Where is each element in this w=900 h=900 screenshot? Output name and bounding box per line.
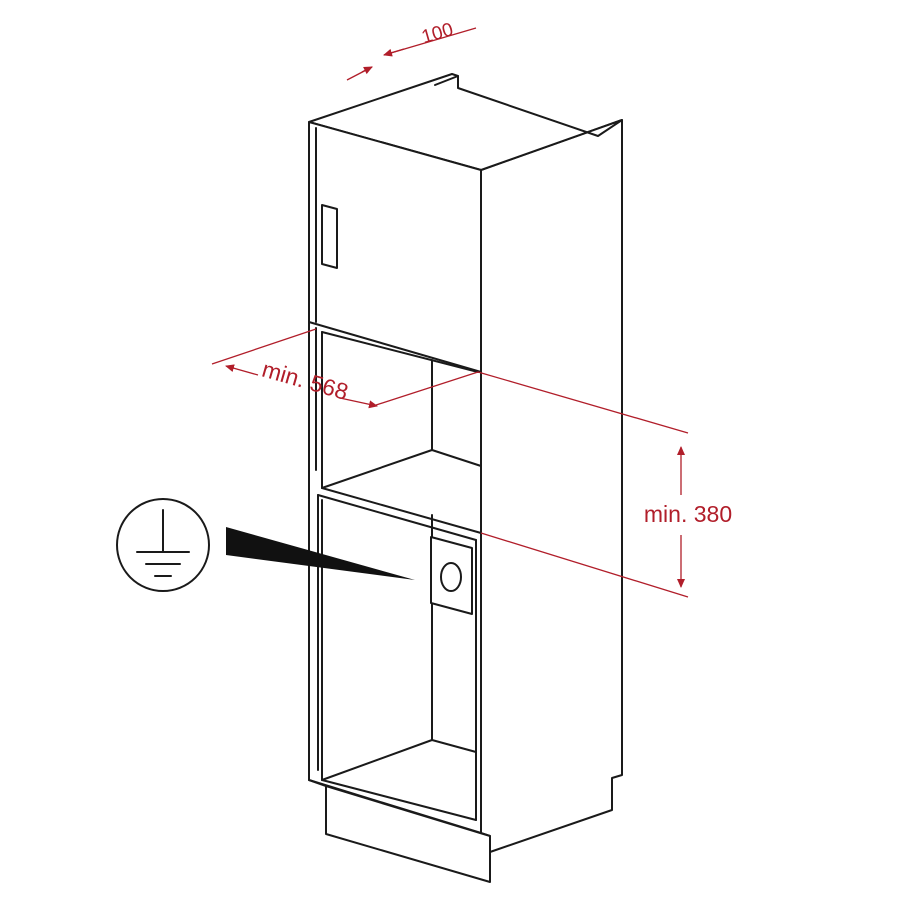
door-handle xyxy=(321,204,338,269)
cabinet-plinth xyxy=(308,779,491,883)
cabinet-right-side xyxy=(480,119,623,853)
oven-niche xyxy=(308,321,482,781)
socket-outlet-icon xyxy=(440,562,462,592)
power-socket xyxy=(430,536,473,615)
depth-gap-label: 100 xyxy=(419,19,455,48)
height-label: min. 380 xyxy=(644,501,732,527)
width-label: min. 568 xyxy=(259,356,351,405)
dimension-height: min. 380 xyxy=(477,371,732,598)
ground-symbol-icon xyxy=(116,498,210,592)
dimension-depth-gap: 100 xyxy=(346,19,477,81)
pointer-wedge xyxy=(226,527,415,580)
